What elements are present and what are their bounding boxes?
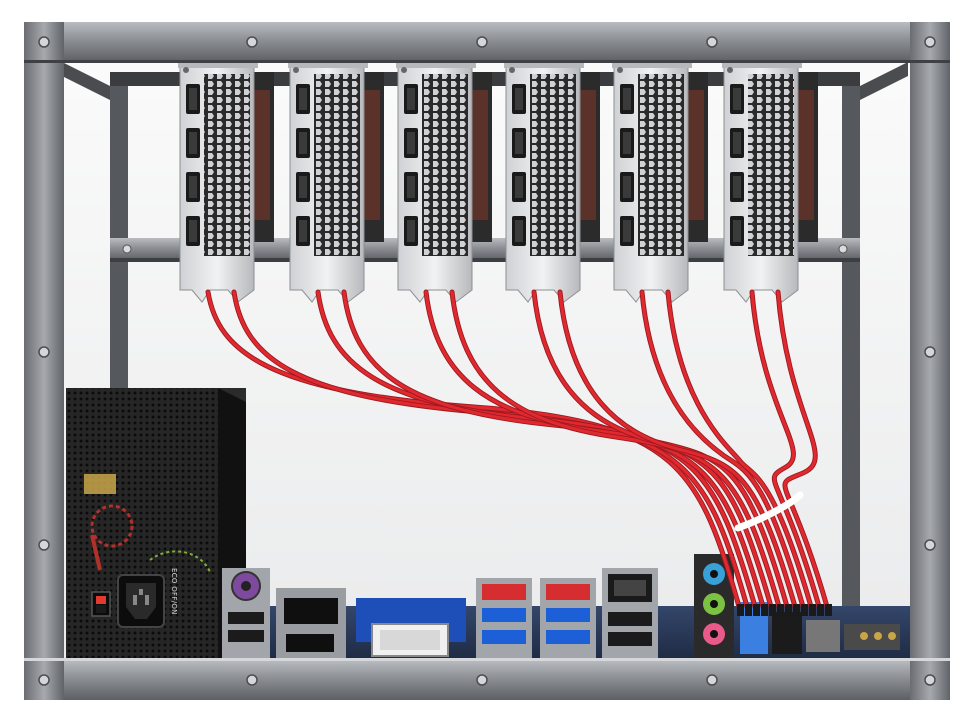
riser-cable-group: [205, 289, 832, 616]
gpu-card: [722, 60, 818, 303]
ps2-port-icon: [222, 568, 270, 658]
hdmi-port-icon: [276, 588, 346, 658]
riser-connector: [753, 604, 760, 616]
displayport-icon: [730, 172, 744, 202]
hdmi-port-icon: [404, 128, 418, 158]
gpu-card: [288, 60, 384, 303]
riser-connector: [745, 604, 752, 616]
riser-connector: [785, 604, 792, 616]
displayport-icon: [186, 216, 200, 246]
hdmi-port-icon: [296, 128, 310, 158]
gpu-card: [504, 60, 600, 303]
frame-screw-icon: [706, 36, 718, 48]
displayport-icon: [512, 216, 526, 246]
displayport-icon: [620, 172, 634, 202]
riser-connector: [769, 604, 776, 616]
riser-cable: [776, 290, 830, 612]
displayport-icon: [730, 84, 744, 114]
frame-screw-icon: [38, 346, 50, 358]
frame-screw-icon: [924, 674, 936, 686]
dvi-port-icon: [356, 598, 466, 657]
hdmi-port-icon: [730, 128, 744, 158]
usb3-port-icon: [540, 578, 596, 658]
frame-screw-icon: [476, 36, 488, 48]
frame-screw-icon: [38, 539, 50, 551]
gpu-group: [178, 60, 818, 303]
displayport-icon: [730, 216, 744, 246]
displayport-icon: [620, 84, 634, 114]
riser-cable: [666, 290, 814, 612]
gpu-card: [396, 60, 492, 303]
usb3-port-icon: [476, 578, 532, 658]
frame-screw-icon: [246, 36, 258, 48]
riser-connector: [817, 604, 824, 616]
riser-connector: [809, 604, 816, 616]
frame-screw-icon: [38, 674, 50, 686]
displayport-icon: [296, 84, 310, 114]
frame-screw-icon: [924, 36, 936, 48]
hdmi-port-icon: [512, 128, 526, 158]
riser-cable: [558, 290, 798, 612]
hdmi-port-icon: [186, 128, 200, 158]
frame-screw-icon: [706, 674, 718, 686]
displayport-icon: [186, 172, 200, 202]
riser-connector: [825, 604, 832, 616]
gpu-card: [612, 60, 708, 303]
psu-switch-label: ECO OFF/ON: [170, 568, 178, 615]
displayport-icon: [404, 216, 418, 246]
hdmi-port-icon: [620, 128, 634, 158]
riser-connector: [761, 604, 768, 616]
riser-cable: [206, 290, 742, 612]
frame-screw-icon: [476, 674, 488, 686]
power-supply: ECO OFF/ON: [66, 388, 246, 660]
displayport-icon: [404, 84, 418, 114]
riser-cable: [750, 290, 822, 612]
cable-tie: [734, 491, 804, 532]
displayport-icon: [296, 172, 310, 202]
frame-screw-icon: [246, 674, 258, 686]
frame-screws: [38, 36, 936, 686]
displayport-icon: [620, 216, 634, 246]
displayport-icon: [404, 172, 418, 202]
riser-cable: [450, 290, 782, 612]
audio-jack-icon: [694, 554, 734, 658]
displayport-icon: [512, 84, 526, 114]
frame-screw-icon: [38, 36, 50, 48]
riser-connector: [801, 604, 808, 616]
power-socket-icon: [117, 574, 165, 628]
riser-connector: [737, 604, 744, 616]
frame-screw-icon: [924, 346, 936, 358]
power-switch-icon[interactable]: [91, 591, 111, 617]
displayport-icon: [296, 216, 310, 246]
riser-cable: [424, 290, 774, 612]
gpu-card: [178, 60, 274, 303]
riser-connector: [777, 604, 784, 616]
riser-connector: [793, 604, 800, 616]
displayport-icon: [512, 172, 526, 202]
displayport-icon: [186, 84, 200, 114]
ethernet-port-icon: [602, 568, 658, 658]
frame-screw-icon: [924, 539, 936, 551]
